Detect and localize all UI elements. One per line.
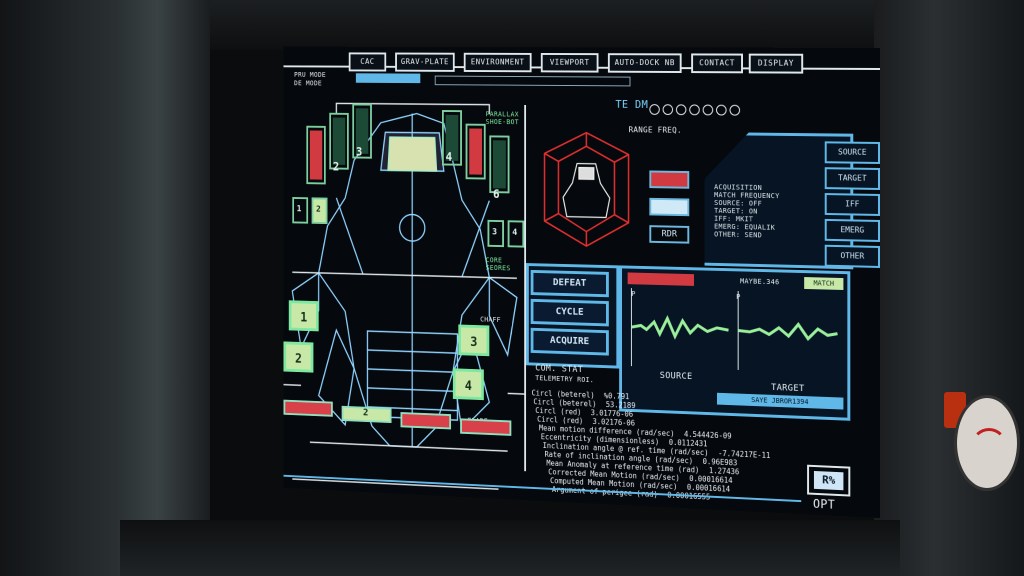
bar-number-4: 4 [446,150,453,163]
hologram-target [526,124,647,262]
label-chaff: CHAFF [480,316,501,324]
menu-button-contact[interactable]: CONTACT [691,53,743,73]
defeat-button[interactable]: DEFEAT [531,270,609,297]
ammo-bar-1 [306,126,325,185]
chaff-button-1[interactable]: 1 [289,300,319,331]
target-waveform [734,291,839,374]
small-box-1[interactable]: 1 [292,197,308,224]
side-button-emerg[interactable]: EMERG [825,219,880,242]
ammo-bar-6 [489,135,509,193]
opt-label: OPT [813,497,835,512]
label-parallax: PARALLAX SHOE-BOT [486,110,523,126]
mode-line-1: PRU MODE [294,71,326,79]
ammo-bar-5 [466,124,486,180]
side-button-other[interactable]: OTHER [825,245,880,268]
flare-slot-2[interactable]: 2 [342,406,392,423]
bar-number-2: 2 [333,160,339,173]
rdr-button[interactable]: RDR [649,225,689,243]
chaff-button-2[interactable]: 2 [284,341,314,372]
targeting-panel: TE DM RANGE FREQ. RDR ACQUISITION MATCH … [284,47,880,48]
flare-slot-3[interactable] [401,412,452,429]
menu-button-auto-dock[interactable]: AUTO-DOCK NB [608,53,682,73]
console-frame-bottom [120,520,900,576]
small-box-3[interactable]: 3 [487,220,503,247]
small-box-4[interactable]: 4 [508,220,525,247]
tactical-screen: CAC GRAV-PLATE ENVIRONMENT VIEWPORT AUTO… [284,47,880,518]
menu-button-grav-plate[interactable]: GRAV-PLATE [395,53,455,72]
menu-button-cac[interactable]: CAC [349,52,386,71]
dial-gauge[interactable] [954,395,1020,491]
console-frame-left [0,0,210,576]
label-core: CORE SEORES [486,256,523,272]
side-button-target[interactable]: TARGET [825,167,880,190]
small-box-2[interactable]: 2 [312,197,328,224]
console-frame-right [874,0,1024,576]
cycle-button[interactable]: CYCLE [531,299,609,327]
ship-loadout-panel: 2 3 4 6 1 2 3 4 PARALLAX SHOE-BOT CORE S… [284,47,880,48]
menu-button-viewport[interactable]: VIEWPORT [541,53,599,73]
badge-box[interactable]: R% [807,465,850,497]
flare-slot-4[interactable] [460,418,511,436]
graph-top-label: MAYBE.346 [740,277,779,286]
console-frame-top [160,0,900,50]
telemetry-subheading: TELEMETRY ROI. [535,374,594,384]
bar-number-3: 3 [356,145,362,158]
menu-button-display[interactable]: DISPLAY [749,54,803,74]
flare-slot-1[interactable] [284,400,333,417]
mode-indicator-bar [356,73,420,83]
graph-level-bar [628,272,694,285]
side-button-source[interactable]: SOURCE [825,141,880,164]
chaff-button-3[interactable]: 3 [458,325,489,357]
action-panel: DEFEAT CYCLE ACQUIRE [526,263,619,369]
side-button-iff[interactable]: IFF [825,193,880,216]
telemetry-heading: COM. STAT [535,364,583,375]
header-code: TE DM [615,98,648,111]
match-button[interactable]: MATCH [804,277,843,290]
signal-bar-white [649,198,689,216]
status-dots [649,100,743,119]
top-menu-bar: CAC GRAV-PLATE ENVIRONMENT VIEWPORT AUTO… [336,51,860,76]
menu-button-environment[interactable]: ENVIRONMENT [464,53,532,72]
bar-number-6: 6 [493,187,500,201]
acquire-button[interactable]: ACQUIRE [531,328,609,356]
source-waveform [628,288,731,370]
acquisition-list: ACQUISITION MATCH FREQUENCY SOURCE: OFF … [714,183,779,240]
signal-bar-red [649,170,689,188]
chaff-button-4[interactable]: 4 [453,368,484,400]
